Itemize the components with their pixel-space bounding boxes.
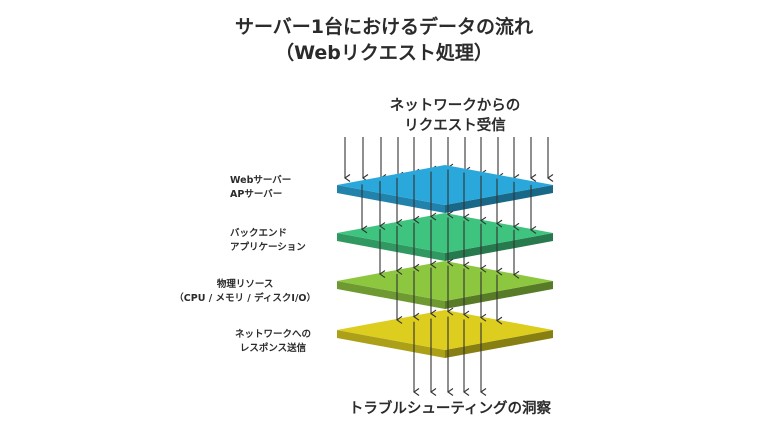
layer-0-left-face — [337, 185, 445, 213]
input-label-line-1: ネットワークからの — [389, 98, 521, 114]
title-line-2: （Webリクエスト処理） — [275, 42, 493, 64]
arrows-layer-0 — [361, 169, 537, 234]
diagram-title: サーバー1台におけるデータの流れ （Webリクエスト処理） — [0, 14, 768, 66]
layer-3-line-2: レスポンス送信 — [239, 343, 307, 354]
input-label: ネットワークからの リクエスト受信 — [310, 96, 600, 136]
layer-backend — [337, 213, 553, 261]
arrows-layer-2 — [396, 265, 503, 325]
incoming-arrows — [344, 137, 554, 182]
layer-2-line-1: 物理リソース — [216, 279, 274, 290]
layer-3-line-1: ネットワークへの — [234, 329, 311, 340]
layer-label-physical-resources: 物理リソース （CPU / メモリ / ディスクI/O） — [174, 278, 316, 306]
layer-0-line-2: APサーバー — [230, 189, 283, 200]
layer-1-right-face — [445, 233, 553, 261]
layer-1-left-face — [337, 233, 445, 261]
output-label: トラブルシューティングの洞察 — [348, 401, 552, 417]
layer-2-right-face — [445, 281, 553, 309]
layer-web-ap-server — [337, 165, 553, 213]
layer-1-line-1: バックエンド — [230, 228, 288, 239]
layer-label-backend: バックエンド アプリケーション — [230, 227, 306, 255]
layer-2-left-face — [337, 281, 445, 309]
layer-2-line-2: （CPU / メモリ / ディスクI/O） — [174, 293, 316, 304]
layer-0-top-face — [337, 165, 553, 205]
layer-1-line-2: アプリケーション — [230, 242, 306, 253]
input-label-line-2: リクエスト受信 — [404, 118, 506, 134]
title-line-1: サーバー1台におけるデータの流れ — [234, 16, 534, 38]
layer-3-left-face — [337, 330, 445, 358]
layer-label-response: ネットワークへの レスポンス送信 — [235, 328, 311, 356]
layer-response — [337, 310, 553, 358]
arrows-layer-1 — [379, 217, 520, 279]
layer-3-right-face — [445, 330, 553, 358]
layer-physical-resources — [337, 261, 553, 309]
outgoing-arrows — [413, 316, 487, 396]
layer-label-web-ap-server: Webサーバー APサーバー — [230, 174, 291, 202]
layer-0-right-face — [445, 185, 553, 213]
layer-0-line-1: Webサーバー — [230, 175, 292, 186]
